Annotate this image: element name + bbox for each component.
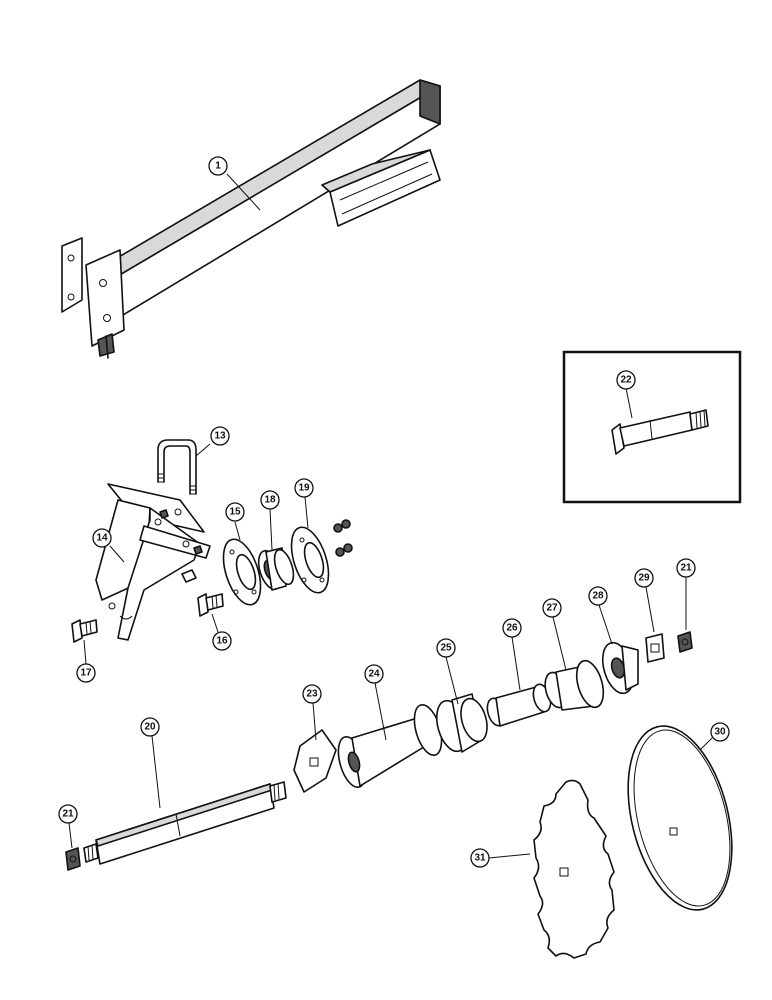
callout-label-19: 19 (298, 483, 310, 494)
inset-box (562, 350, 742, 504)
callout-30[interactable]: 30 (710, 722, 730, 742)
bolt-part-17 (71, 619, 98, 643)
bracket-part-14 (95, 483, 211, 641)
callout-label-15: 15 (229, 507, 241, 518)
callout-label-22: 22 (620, 375, 632, 386)
flange-part-15 (222, 538, 262, 606)
callout-label-21-right: 21 (680, 563, 692, 574)
frame-beam (61, 79, 441, 359)
callout-20[interactable]: 20 (140, 717, 160, 737)
callout-label-27: 27 (546, 603, 558, 614)
bushing-part-25 (435, 693, 488, 753)
callout-label-24: 24 (368, 669, 380, 680)
nut-part-21-left (65, 847, 81, 871)
callout-23[interactable]: 23 (302, 684, 322, 704)
spacer-part-26 (486, 683, 552, 727)
callout-25[interactable]: 25 (436, 638, 456, 658)
bearing-part-18 (257, 547, 295, 591)
callout-label-30: 30 (714, 727, 726, 738)
callout-21-right[interactable]: 21 (676, 558, 696, 578)
callout-28[interactable]: 28 (588, 586, 608, 606)
callout-label-21-left: 21 (62, 809, 74, 820)
spool-part-24 (337, 703, 443, 789)
shaft-part-20 (83, 781, 287, 865)
retainer-part-28 (601, 641, 639, 695)
callout-21-left[interactable]: 21 (58, 804, 78, 824)
nuts-washers (333, 519, 353, 557)
callout-label-31: 31 (474, 853, 486, 864)
callout-label-13: 13 (214, 431, 226, 442)
callout-label-26: 26 (506, 623, 518, 634)
notched-disc-part-31 (533, 779, 615, 959)
callout-label-29: 29 (638, 573, 650, 584)
bolt-part-16 (197, 593, 224, 617)
callout-18[interactable]: 18 (260, 490, 280, 510)
flange-part-19 (290, 526, 330, 594)
callout-31[interactable]: 31 (470, 848, 490, 868)
u-bolt-part-13 (157, 439, 197, 495)
callout-label-25: 25 (440, 643, 452, 654)
callout-label-17: 17 (80, 668, 92, 679)
callout-26[interactable]: 26 (502, 618, 522, 638)
clip-part-29 (645, 633, 665, 663)
callout-29[interactable]: 29 (634, 568, 654, 588)
stub-shaft-part-22 (611, 409, 709, 455)
callout-label-16: 16 (216, 636, 228, 647)
callout-1[interactable]: 1 (208, 156, 228, 176)
callout-17[interactable]: 17 (76, 663, 96, 683)
callout-22[interactable]: 22 (616, 370, 636, 390)
flared-bushing-part-27 (544, 659, 605, 711)
callout-24[interactable]: 24 (364, 664, 384, 684)
callout-15[interactable]: 15 (225, 502, 245, 522)
callout-13[interactable]: 13 (210, 426, 230, 446)
callout-label-18: 18 (264, 495, 276, 506)
end-plate-part-23 (293, 729, 337, 793)
callout-label-14: 14 (96, 533, 108, 544)
plain-disc-part-30 (627, 725, 733, 911)
callout-19[interactable]: 19 (294, 478, 314, 498)
callout-label-28: 28 (592, 591, 604, 602)
callout-label-1: 1 (215, 161, 221, 172)
callout-16[interactable]: 16 (212, 631, 232, 651)
callout-label-20: 20 (144, 722, 156, 733)
callout-label-23: 23 (306, 689, 318, 700)
nut-part-21-right (677, 631, 693, 653)
callout-14[interactable]: 14 (92, 528, 112, 548)
callouts: 1 13 14 15 16 17 18 (58, 156, 730, 868)
callout-27[interactable]: 27 (542, 598, 562, 618)
